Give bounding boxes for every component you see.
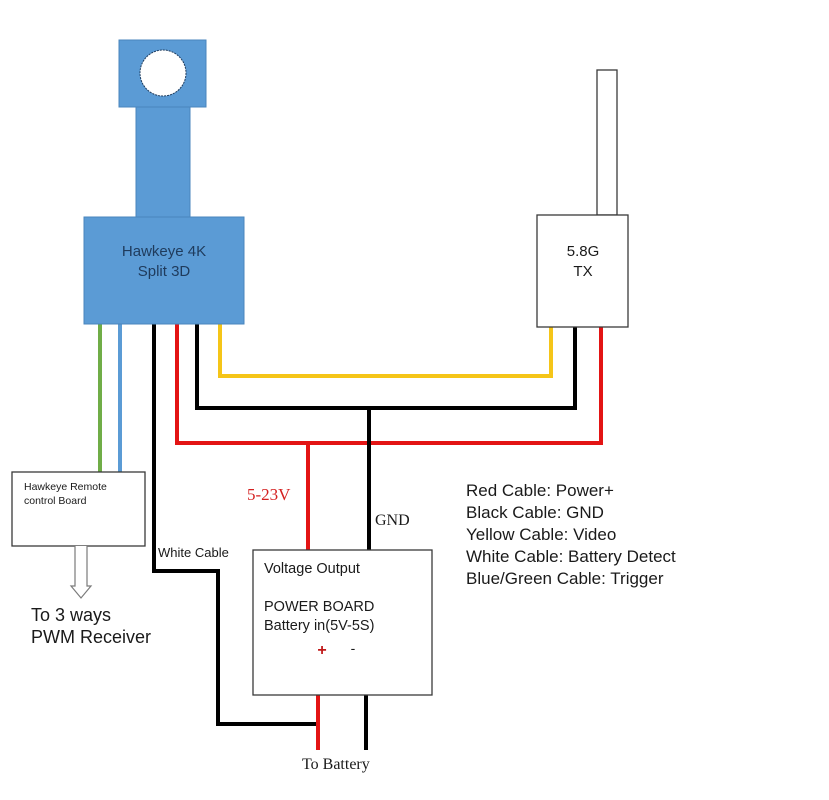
- voltage-range-label: 5-23V: [247, 485, 291, 504]
- remote-board-label-line1: Hawkeye Remote: [24, 481, 107, 493]
- antenna: [596, 69, 618, 216]
- camera-neck: [135, 106, 191, 218]
- power-board-battery-in-label: Battery in(5V-5S): [264, 618, 374, 634]
- red-power-wire: [175, 322, 603, 445]
- transmitter-label-line2: TX: [573, 263, 592, 280]
- power-board-plus-sign: +: [317, 642, 326, 659]
- camera-label-line1: Hawkeye 4K: [122, 243, 206, 260]
- remote-board-box: [11, 471, 146, 547]
- transmitter-label-line1: 5.8G: [567, 243, 600, 260]
- power-board-voltage-output-label: Voltage Output: [264, 561, 360, 577]
- white-cable-label: White Cable: [158, 545, 229, 560]
- remote-board-label-line2: control Board: [24, 495, 87, 507]
- camera-body: [83, 216, 245, 325]
- legend-item-black: Black Cable: GND: [466, 503, 604, 522]
- camera-hawkeye-4k: Hawkeye 4K Split 3D: [83, 39, 245, 325]
- power-board-box: [252, 549, 433, 696]
- remote-control-board: Hawkeye Remote control Board To 3 ways P…: [11, 471, 151, 647]
- cable-legend: Red Cable: Power+ Black Cable: GND Yello…: [466, 481, 676, 588]
- transmitter-box: [536, 214, 629, 328]
- black-gnd-wire: [195, 322, 577, 410]
- to-battery-label: To Battery: [302, 756, 370, 773]
- camera-label-line2: Split 3D: [138, 263, 191, 280]
- camera-lens-icon: [139, 49, 187, 97]
- power-board-title: POWER BOARD: [264, 599, 374, 615]
- gnd-label: GND: [375, 512, 410, 529]
- pwm-receiver-label-line2: PWM Receiver: [31, 627, 151, 647]
- legend-item-red: Red Cable: Power+: [466, 481, 614, 500]
- yellow-video-wire: [218, 322, 553, 378]
- wires: [98, 322, 603, 750]
- power-board: Voltage Output POWER BOARD Battery in(5V…: [252, 549, 433, 696]
- pwm-receiver-label-line1: To 3 ways: [31, 605, 111, 625]
- power-board-minus-sign: -: [351, 640, 356, 656]
- white-cable-battery-detect-wire: [152, 322, 320, 726]
- legend-item-blue-green: Blue/Green Cable: Trigger: [466, 569, 664, 588]
- legend-item-white: White Cable: Battery Detect: [466, 547, 676, 566]
- down-arrow-icon: [69, 546, 93, 599]
- video-transmitter: 5.8G TX: [536, 69, 629, 328]
- legend-item-yellow: Yellow Cable: Video: [466, 525, 616, 544]
